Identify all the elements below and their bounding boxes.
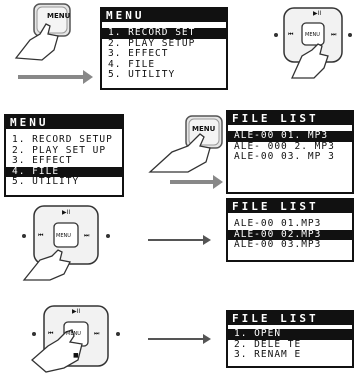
menu-item-file[interactable]: 4. FILE xyxy=(6,166,122,177)
menu-button-label: MENU xyxy=(192,125,216,133)
play-pause-icon: ▶II xyxy=(72,308,81,315)
option-rename[interactable]: 3. RENAM E xyxy=(234,350,302,360)
nav-pad-icon xyxy=(274,7,352,79)
prev-icon: ⏮ xyxy=(38,232,44,239)
menu-item-play-setup[interactable]: 2. PLAY SETUP xyxy=(108,38,196,49)
next-icon: ⏭ xyxy=(94,330,100,337)
menu-panel-2: MENU 1. RECORD SETUP 2. PLAY SET UP 3. E… xyxy=(4,114,124,197)
panel-title: FILE LIST xyxy=(228,200,352,213)
file-options-panel: FILE LIST 1. OPEN 2. DELE TE 3. RENAM E xyxy=(226,310,354,368)
file-list-panel-1: FILE LIST ALE-00 01. MP3 ALE- 000 2. MP3… xyxy=(226,110,354,194)
panel-title: FILE LIST xyxy=(228,312,352,325)
nav-pad-icon xyxy=(31,305,120,373)
file-list-panel-2: FILE LIST ALE-00 01.MP3 ALE-00 02.MP3 AL… xyxy=(226,198,354,262)
menu-center-label: MENU xyxy=(305,32,320,38)
menu-button-icon xyxy=(14,3,71,61)
menu-item-record-set[interactable]: 1. RECORD SET xyxy=(102,28,226,39)
arrow-right xyxy=(18,70,93,84)
arrow-right xyxy=(170,175,223,189)
menu-center-label: MENU xyxy=(56,233,71,239)
option-open[interactable]: 1. OPEN xyxy=(228,329,352,340)
menu-item-record-setup[interactable]: 1. RECORD SETUP xyxy=(12,135,113,145)
next-icon: ⏭ xyxy=(84,232,90,239)
menu-item-play-setup[interactable]: 2. PLAY SET UP xyxy=(12,145,107,156)
menu-item-effect[interactable]: 3. EFFECT xyxy=(12,156,73,166)
menu-item-effect[interactable]: 3. EFFECT xyxy=(108,49,169,59)
file-item-1[interactable]: ALE-00 01. MP3 xyxy=(228,131,352,142)
option-delete[interactable]: 2. DELE TE xyxy=(234,339,302,350)
file-item-2[interactable]: ALE-00 02.MP3 xyxy=(228,229,352,240)
file-item-3[interactable]: ALE-00 03.MP3 xyxy=(234,240,322,250)
panel-title: FILE LIST xyxy=(228,112,352,125)
menu-item-utility[interactable]: 5. UTILITY xyxy=(108,70,176,80)
nav-pad-icon xyxy=(22,205,110,281)
panel-title: MENU xyxy=(102,9,226,22)
prev-icon: ⏮ xyxy=(48,330,54,337)
arrow-right xyxy=(148,334,211,344)
next-icon: ⏭ xyxy=(331,31,337,38)
menu-button-icon xyxy=(148,115,223,173)
file-item-1[interactable]: ALE-00 01.MP3 xyxy=(234,219,322,229)
prev-icon: ⏮ xyxy=(288,31,294,38)
file-item-2[interactable]: ALE- 000 2. MP3 xyxy=(234,141,335,152)
menu-item-file[interactable]: 4. FILE xyxy=(108,59,156,70)
menu-item-utility[interactable]: 5. UTILITY xyxy=(12,177,80,187)
play-pause-icon: ▶II xyxy=(62,209,71,216)
panel-title: MENU xyxy=(6,116,122,129)
menu-button-label: MENU xyxy=(47,12,71,20)
stop-icon: ■ xyxy=(73,352,79,359)
play-pause-icon: ▶II xyxy=(313,10,322,17)
file-item-3[interactable]: ALE-00 03. MP 3 xyxy=(234,152,335,162)
arrow-right xyxy=(148,235,211,245)
menu-center-label: MENU xyxy=(66,331,81,337)
menu-panel-1: MENU 1. RECORD SET 2. PLAY SETUP 3. EFFE… xyxy=(100,7,228,90)
